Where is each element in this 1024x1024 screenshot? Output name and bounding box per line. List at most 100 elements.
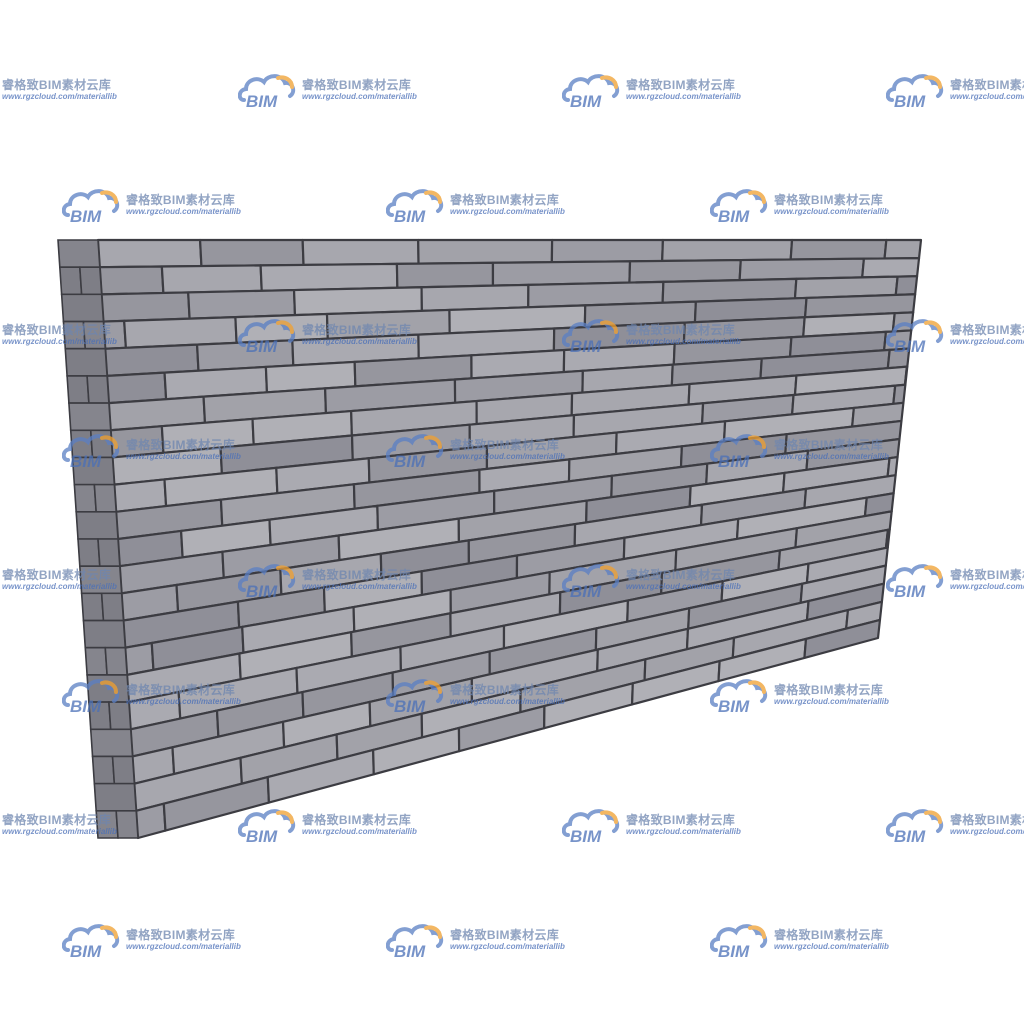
- watermark-logo-text: BIM: [718, 452, 750, 470]
- watermark-title: 睿格致BIM素材云库: [774, 928, 883, 942]
- watermark: BIM 睿格致BIM素材云库 www.rgzcloud.com/material…: [238, 315, 438, 355]
- watermark: BIM 睿格致BIM素材云库 www.rgzcloud.com/material…: [0, 560, 138, 600]
- watermark-title: 睿格致BIM素材云库: [450, 438, 559, 452]
- watermark-url: www.rgzcloud.com/materiallib: [450, 207, 565, 216]
- watermark-url: www.rgzcloud.com/materiallib: [450, 452, 565, 461]
- watermark-title: 睿格致BIM素材云库: [2, 78, 111, 92]
- watermark-logo-text: BIM: [70, 452, 102, 470]
- watermark-logo-text: BIM: [570, 827, 602, 845]
- watermark: BIM 睿格致BIM素材云库 www.rgzcloud.com/material…: [886, 315, 1024, 355]
- watermark-title: 睿格致BIM素材云库: [2, 323, 111, 337]
- watermark-title: 睿格致BIM素材云库: [774, 438, 883, 452]
- watermark-logo-text: BIM: [70, 942, 102, 960]
- watermark-logo-text: BIM: [894, 827, 926, 845]
- watermark-title: 睿格致BIM素材云库: [626, 323, 735, 337]
- bim-cloud-logo-icon: BIM: [562, 74, 620, 110]
- watermark: BIM 睿格致BIM素材云库 www.rgzcloud.com/material…: [238, 805, 438, 845]
- watermark-url: www.rgzcloud.com/materiallib: [450, 697, 565, 706]
- watermark-url: www.rgzcloud.com/materiallib: [126, 942, 241, 951]
- watermark-logo-text: BIM: [246, 337, 278, 355]
- watermark-title: 睿格致BIM素材云库: [126, 438, 235, 452]
- watermark-url: www.rgzcloud.com/materiallib: [626, 337, 741, 346]
- bim-cloud-logo-icon: BIM: [238, 74, 296, 110]
- watermark-title: 睿格致BIM素材云库: [450, 193, 559, 207]
- watermark-url: www.rgzcloud.com/materiallib: [774, 697, 889, 706]
- bim-cloud-logo-icon: BIM: [386, 434, 444, 470]
- watermark-url: www.rgzcloud.com/materiallib: [950, 827, 1024, 836]
- watermark-title: 睿格致BIM素材云库: [626, 78, 735, 92]
- watermark-url: www.rgzcloud.com/materiallib: [626, 827, 741, 836]
- watermark: BIM 睿格致BIM素材云库 www.rgzcloud.com/material…: [710, 430, 910, 470]
- watermark: BIM 睿格致BIM素材云库 www.rgzcloud.com/material…: [562, 560, 762, 600]
- watermark-title: 睿格致BIM素材云库: [774, 683, 883, 697]
- watermark-url: www.rgzcloud.com/materiallib: [450, 942, 565, 951]
- watermark-title: 睿格致BIM素材云库: [302, 78, 411, 92]
- watermark-logo-text: BIM: [894, 337, 926, 355]
- watermark-url: www.rgzcloud.com/materiallib: [2, 827, 117, 836]
- watermark-url: www.rgzcloud.com/materiallib: [302, 337, 417, 346]
- watermark-title: 睿格致BIM素材云库: [126, 193, 235, 207]
- watermark-logo-text: BIM: [246, 582, 278, 600]
- brick-courses: [96, 238, 923, 840]
- watermark-logo-text: BIM: [570, 92, 602, 110]
- watermark-url: www.rgzcloud.com/materiallib: [126, 452, 241, 461]
- bim-cloud-logo-icon: BIM: [386, 189, 444, 225]
- watermark-title: 睿格致BIM素材云库: [950, 568, 1024, 582]
- watermark: BIM 睿格致BIM素材云库 www.rgzcloud.com/material…: [562, 315, 762, 355]
- watermark-title: 睿格致BIM素材云库: [302, 813, 411, 827]
- watermark: BIM 睿格致BIM素材云库 www.rgzcloud.com/material…: [238, 70, 438, 110]
- watermark: BIM 睿格致BIM素材云库 www.rgzcloud.com/material…: [62, 430, 262, 470]
- watermark-logo-text: BIM: [570, 337, 602, 355]
- bim-cloud-logo-icon: BIM: [710, 924, 768, 960]
- watermark: BIM 睿格致BIM素材云库 www.rgzcloud.com/material…: [0, 70, 138, 110]
- watermark-title: 睿格致BIM素材云库: [2, 813, 111, 827]
- bim-cloud-logo-icon: BIM: [62, 434, 120, 470]
- watermark-logo-text: BIM: [394, 452, 426, 470]
- watermark-title: 睿格致BIM素材云库: [126, 928, 235, 942]
- watermark: BIM 睿格致BIM素材云库 www.rgzcloud.com/material…: [62, 185, 262, 225]
- watermark-title: 睿格致BIM素材云库: [2, 568, 111, 582]
- bim-cloud-logo-icon: BIM: [562, 319, 620, 355]
- watermark-title: 睿格致BIM素材云库: [302, 568, 411, 582]
- watermark-title: 睿格致BIM素材云库: [626, 813, 735, 827]
- watermark-url: www.rgzcloud.com/materiallib: [626, 92, 741, 101]
- watermark-logo-text: BIM: [718, 207, 750, 225]
- watermark-url: www.rgzcloud.com/materiallib: [950, 92, 1024, 101]
- watermark: BIM 睿格致BIM素材云库 www.rgzcloud.com/material…: [62, 920, 262, 960]
- watermark-url: www.rgzcloud.com/materiallib: [2, 337, 117, 346]
- watermark: BIM 睿格致BIM素材云库 www.rgzcloud.com/material…: [238, 560, 438, 600]
- watermark: BIM 睿格致BIM素材云库 www.rgzcloud.com/material…: [0, 805, 138, 845]
- bim-cloud-logo-icon: BIM: [62, 924, 120, 960]
- watermark-title: 睿格致BIM素材云库: [774, 193, 883, 207]
- bim-cloud-logo-icon: BIM: [710, 189, 768, 225]
- bim-cloud-logo-icon: BIM: [710, 434, 768, 470]
- watermark: BIM 睿格致BIM素材云库 www.rgzcloud.com/material…: [62, 675, 262, 715]
- watermark-url: www.rgzcloud.com/materiallib: [774, 207, 889, 216]
- watermark-logo-text: BIM: [718, 697, 750, 715]
- watermark: BIM 睿格致BIM素材云库 www.rgzcloud.com/material…: [0, 315, 138, 355]
- watermark-logo-text: BIM: [70, 207, 102, 225]
- watermark-logo-text: BIM: [394, 942, 426, 960]
- watermark: BIM 睿格致BIM素材云库 www.rgzcloud.com/material…: [886, 805, 1024, 845]
- watermark-title: 睿格致BIM素材云库: [950, 78, 1024, 92]
- watermark-url: www.rgzcloud.com/materiallib: [126, 697, 241, 706]
- watermark: BIM 睿格致BIM素材云库 www.rgzcloud.com/material…: [886, 70, 1024, 110]
- watermark-url: www.rgzcloud.com/materiallib: [2, 92, 117, 101]
- bim-cloud-logo-icon: BIM: [62, 189, 120, 225]
- watermark-url: www.rgzcloud.com/materiallib: [774, 452, 889, 461]
- watermark-url: www.rgzcloud.com/materiallib: [126, 207, 241, 216]
- watermark: BIM 睿格致BIM素材云库 www.rgzcloud.com/material…: [386, 675, 586, 715]
- watermark: BIM 睿格致BIM素材云库 www.rgzcloud.com/material…: [562, 805, 762, 845]
- watermark-title: 睿格致BIM素材云库: [450, 683, 559, 697]
- watermark-logo-text: BIM: [718, 942, 750, 960]
- bim-cloud-logo-icon: BIM: [238, 319, 296, 355]
- watermark-url: www.rgzcloud.com/materiallib: [2, 582, 117, 591]
- bim-cloud-logo-icon: BIM: [886, 74, 944, 110]
- bim-cloud-logo-icon: BIM: [386, 679, 444, 715]
- watermark-logo-text: BIM: [894, 92, 926, 110]
- watermark-url: www.rgzcloud.com/materiallib: [774, 942, 889, 951]
- brick: [803, 618, 882, 659]
- watermark-logo-text: BIM: [70, 697, 102, 715]
- watermark: BIM 睿格致BIM素材云库 www.rgzcloud.com/material…: [562, 70, 762, 110]
